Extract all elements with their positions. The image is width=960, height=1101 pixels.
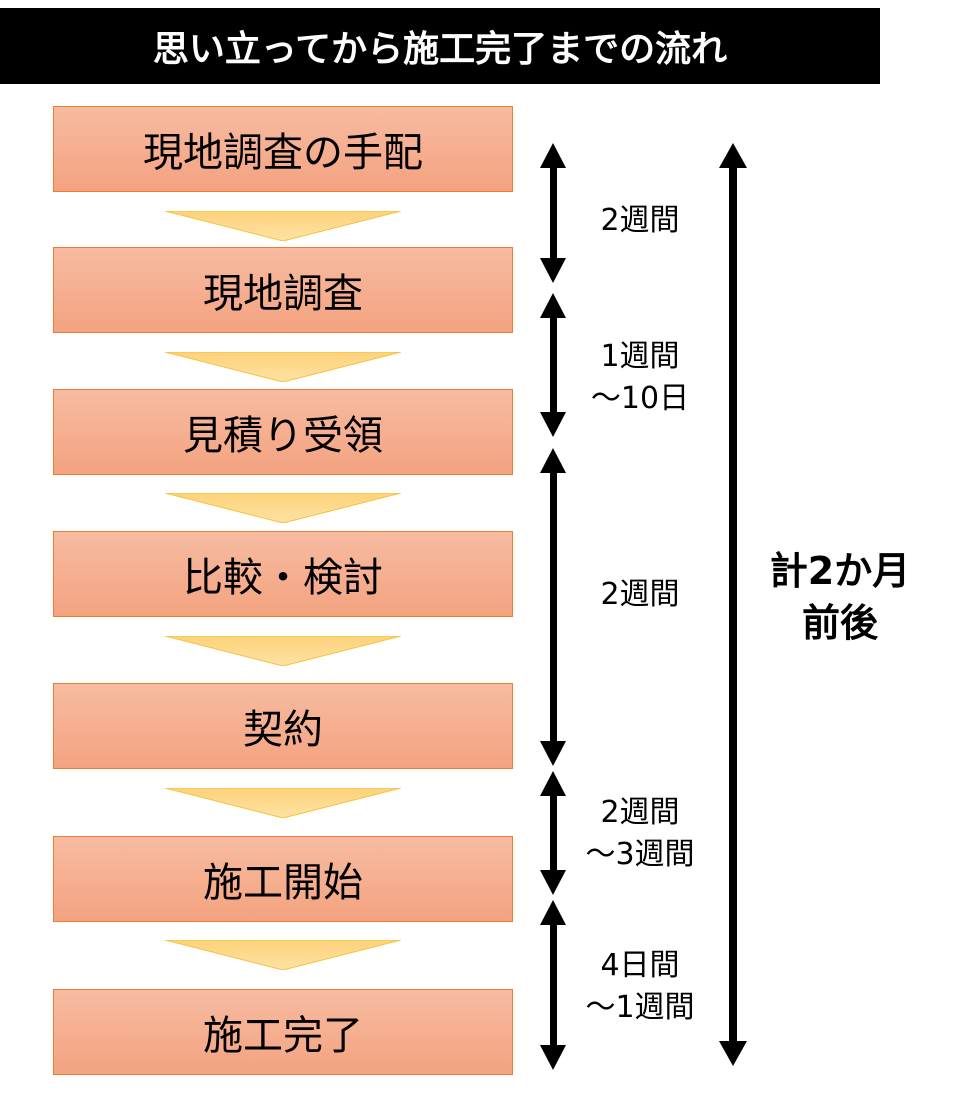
duration-label: 2週間 ～3週間	[560, 792, 720, 876]
duration-label: 2週間	[560, 574, 720, 616]
chevron-down-icon	[165, 636, 401, 666]
duration-line: 1週間	[600, 339, 680, 374]
chevron-down-icon	[165, 940, 401, 970]
duration-line: 2週間	[600, 577, 680, 612]
duration-line: 2週間	[600, 203, 680, 238]
step-box: 施工完了	[53, 989, 513, 1075]
total-duration: 計2か月前後	[745, 545, 935, 649]
double-arrow-icon	[540, 143, 566, 283]
total-double-arrow-icon	[719, 143, 747, 1066]
step-box: 契約	[53, 683, 513, 769]
chevron-down-icon	[165, 493, 401, 523]
double-arrow-icon	[540, 771, 566, 895]
step-box: 現地調査の手配	[53, 106, 513, 192]
duration-line: ～1週間	[585, 990, 695, 1025]
duration-line: 2週間	[600, 795, 680, 830]
chevron-down-icon	[165, 788, 401, 818]
double-arrow-icon	[540, 293, 566, 437]
step-box: 比較・検討	[53, 531, 513, 617]
duration-line: ～10日	[590, 381, 690, 416]
step-box: 見積り受領	[53, 389, 513, 475]
step-box: 現地調査	[53, 247, 513, 333]
step-box: 施工開始	[53, 836, 513, 922]
duration-label: 1週間 ～10日	[560, 336, 720, 420]
duration-label: 2週間	[560, 200, 720, 242]
chevron-down-icon	[165, 352, 401, 382]
duration-line: ～3週間	[585, 837, 695, 872]
duration-line: 4日間	[600, 948, 680, 983]
total-line: 前後	[801, 601, 878, 645]
double-arrow-icon	[540, 448, 566, 766]
chevron-down-icon	[165, 211, 401, 241]
page-title: 思い立ってから施工完了までの流れ	[0, 8, 880, 84]
double-arrow-icon	[540, 900, 566, 1070]
duration-label: 4日間 ～1週間	[560, 945, 720, 1029]
total-line: 計2か月	[769, 549, 911, 593]
